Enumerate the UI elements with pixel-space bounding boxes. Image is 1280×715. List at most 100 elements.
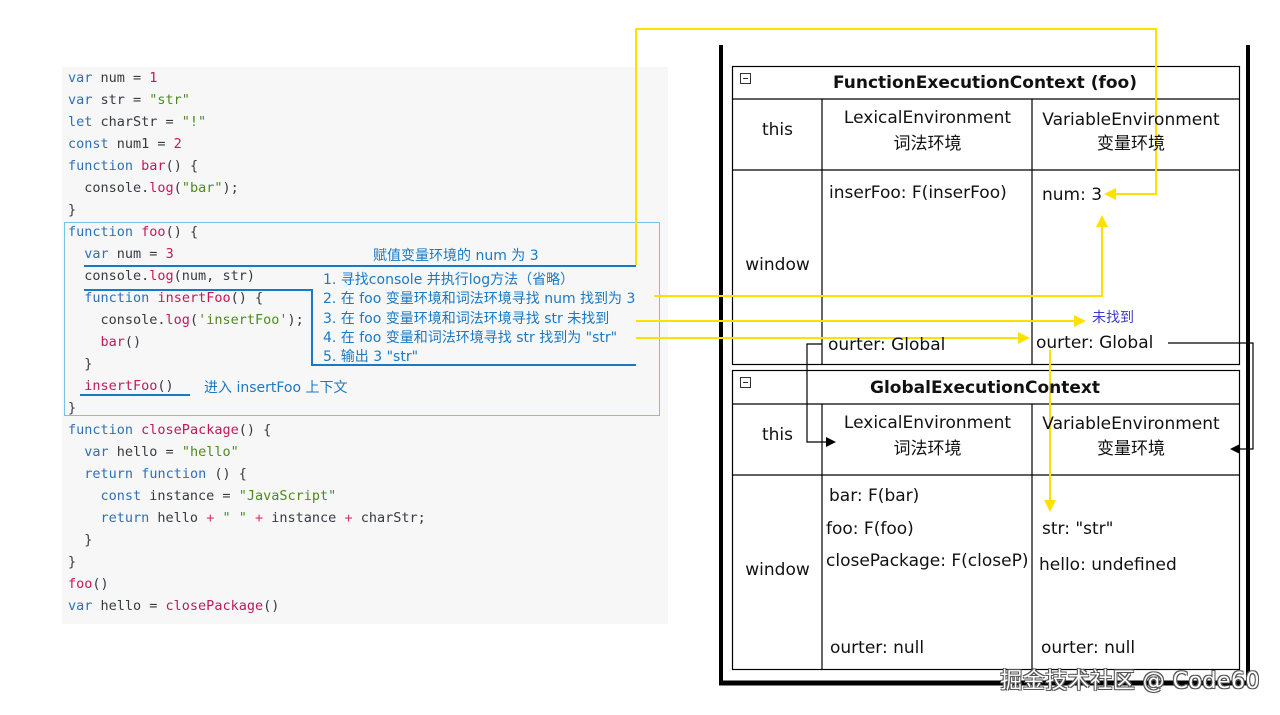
code-token: function bbox=[84, 290, 150, 306]
code-token: function bbox=[68, 158, 134, 174]
code-line: } bbox=[68, 353, 92, 375]
global-ctx-lex-header-cn: 词法环境 bbox=[893, 439, 962, 459]
code-token: closePackage bbox=[141, 422, 239, 438]
var-outer-arrow bbox=[1168, 342, 1254, 450]
code-line: function closePackage() { bbox=[68, 419, 271, 441]
code-token: () { bbox=[165, 224, 199, 240]
global-ctx-title: GlobalExecutionContext bbox=[870, 378, 1100, 398]
code-token: instance bbox=[263, 510, 345, 526]
code-token: + bbox=[206, 510, 215, 526]
code-token: insertFoo bbox=[84, 378, 158, 394]
code-token: foo bbox=[68, 576, 93, 592]
step-2: 2. 在 foo 变量环境和词法环境寻找 num 找到为 3 bbox=[323, 291, 636, 307]
global-ctx-lex-item: foo: F(foo) bbox=[826, 519, 914, 539]
step-3: 3. 在 foo 变量环境和词法环境寻找 str 未找到 bbox=[323, 311, 610, 327]
steps-bottom-line bbox=[311, 364, 636, 366]
code-token: "bar" bbox=[181, 180, 223, 196]
code-token: () bbox=[263, 598, 280, 614]
code-token: hello = bbox=[108, 444, 182, 460]
code-line: insertFoo() bbox=[68, 375, 174, 397]
function-ctx-lex-outer: ourter: Global bbox=[828, 335, 946, 355]
code-token: 3 bbox=[165, 246, 174, 262]
global-ctx-lex-header: LexicalEnvironment bbox=[843, 413, 1012, 433]
annotation-assign: 赋值变量环境的 num 为 3 bbox=[373, 248, 539, 264]
code-line: } bbox=[68, 397, 76, 419]
code-token: return bbox=[100, 510, 150, 526]
underline-console-log bbox=[84, 289, 311, 291]
foo-function-highlight-box bbox=[64, 222, 660, 416]
code-token: var bbox=[68, 598, 93, 614]
function-ctx-var-item: num: 3 bbox=[1042, 185, 1103, 205]
collapse-function-ctx-button[interactable] bbox=[740, 73, 751, 84]
code-token: (num, str) bbox=[173, 268, 255, 284]
code-token: log bbox=[165, 312, 190, 328]
function-ctx-var-outer: ourter: Global bbox=[1036, 333, 1154, 353]
watermark: 掘金技术社区 @ Code60 bbox=[1000, 669, 1260, 694]
code-token: hello = bbox=[92, 598, 166, 614]
annotation-not-found: 未找到 bbox=[1092, 310, 1134, 326]
code-token: insertFoo bbox=[157, 290, 231, 306]
code-token: } bbox=[68, 554, 77, 570]
code-line: function bar() { bbox=[68, 155, 198, 177]
code-line: const num1 = 2 bbox=[68, 133, 182, 155]
code-token: 2 bbox=[173, 136, 182, 152]
annotation-enter-insertfoo: 进入 insertFoo 上下文 bbox=[204, 380, 348, 396]
code-token: str = bbox=[92, 92, 150, 108]
code-line: var str = "str" bbox=[68, 89, 190, 111]
code-token: hello bbox=[149, 510, 207, 526]
code-token: instance = bbox=[141, 488, 239, 504]
code-panel bbox=[62, 67, 668, 624]
code-token: num1 = bbox=[108, 136, 174, 152]
code-token: closePackage bbox=[165, 598, 264, 614]
function-ctx-var-header-cn: 变量环境 bbox=[1097, 134, 1165, 154]
code-token: var bbox=[84, 444, 109, 460]
code-line: foo() bbox=[68, 573, 109, 595]
global-ctx-lex-outer: ourter: null bbox=[830, 638, 925, 658]
code-token: let bbox=[68, 114, 93, 130]
code-token: ); bbox=[222, 180, 239, 196]
code-line: var num = 3 bbox=[68, 243, 174, 265]
code-token: () { bbox=[238, 422, 272, 438]
global-ctx-lex-item: bar: F(bar) bbox=[829, 486, 920, 506]
code-token: ( bbox=[173, 180, 182, 196]
code-token: ); bbox=[287, 312, 304, 328]
code-token: num = bbox=[92, 70, 150, 86]
code-token: charStr; bbox=[352, 510, 426, 526]
code-token: + bbox=[344, 510, 353, 526]
code-token: " " bbox=[222, 510, 247, 526]
code-token: console. bbox=[68, 312, 166, 328]
global-ctx-lex-item: closePackage: F(closeP) bbox=[826, 551, 1029, 571]
code-token: var bbox=[84, 246, 109, 262]
function-ctx-window: window bbox=[745, 255, 810, 275]
code-line: console.log(num, str) bbox=[68, 265, 255, 287]
code-line: var num = 1 bbox=[68, 67, 157, 89]
function-ctx-title: FunctionExecutionContext (foo) bbox=[832, 73, 1138, 93]
step-5: 5. 输出 3 "str" bbox=[323, 349, 419, 365]
code-token: ( bbox=[189, 312, 199, 328]
global-ctx-this: this bbox=[761, 425, 794, 445]
assign-num-arrow bbox=[635, 28, 1157, 265]
code-token: + bbox=[255, 510, 264, 526]
code-token: function bbox=[68, 224, 134, 240]
code-line: const instance = "JavaScript" bbox=[68, 485, 337, 507]
collapse-global-ctx-button[interactable] bbox=[740, 377, 751, 388]
code-token: var bbox=[68, 92, 93, 108]
code-token: } bbox=[68, 400, 77, 416]
function-ctx-lex-item: inserFoo: F(inserFoo) bbox=[829, 183, 1007, 203]
code-line: return function () { bbox=[68, 463, 247, 485]
steps-bracket bbox=[311, 289, 313, 366]
code-token: () bbox=[157, 378, 174, 394]
code-line: var hello = closePackage() bbox=[68, 595, 279, 617]
code-token: var bbox=[68, 70, 93, 86]
code-token: console. bbox=[68, 180, 150, 196]
lex-outer-arrow bbox=[806, 343, 834, 443]
code-token: function bbox=[141, 466, 207, 482]
global-ctx-table bbox=[731, 369, 1241, 671]
underline-insertfoo-call bbox=[80, 394, 190, 396]
code-token: foo bbox=[141, 224, 166, 240]
global-ctx-var-outer: ourter: null bbox=[1041, 638, 1136, 658]
code-token: num = bbox=[108, 246, 166, 262]
code-token: return bbox=[84, 466, 134, 482]
code-token: () bbox=[92, 576, 109, 592]
underline-var-num bbox=[84, 265, 636, 267]
